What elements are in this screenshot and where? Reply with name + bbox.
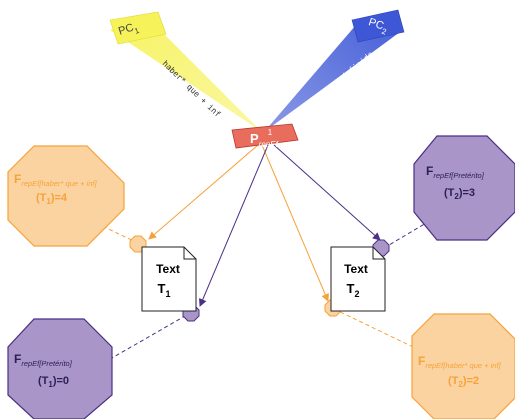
feature-4-arg: (T [448, 375, 459, 387]
feature-4-sub: repEf[haber* que + inf] [425, 361, 501, 370]
text-t1-word: Text [156, 262, 180, 276]
feature-2-arg-sub: 2 [454, 192, 459, 201]
pc1-sub: 1 [133, 26, 141, 36]
pc1-beam [110, 18, 262, 132]
arrow-purple-to-t2 [273, 144, 381, 241]
feature-1-arg: (T [36, 192, 47, 204]
feature-2-value: )=3 [459, 187, 475, 199]
pattern-label: P [250, 131, 259, 146]
text-t1-sub: 1 [165, 289, 170, 299]
pc2-beam [264, 18, 400, 132]
pattern-sup: 1 [268, 128, 273, 137]
text-t2-word: Text [344, 262, 368, 276]
pc2-node: PC2 [351, 9, 405, 43]
arrow-orange-to-t1 [148, 144, 259, 240]
feature-1-arg-sub: 1 [46, 197, 51, 206]
feature-1-f: F [14, 172, 21, 186]
text-document-t1: Text T1 [141, 246, 197, 312]
svg-text:PrepEf1: PrepEf 1 [250, 128, 279, 149]
feature-octagon-2: FrepEf[Pretérito] (T2)=3 [413, 135, 515, 241]
text-t1-var: T [158, 281, 166, 296]
svg-text:FrepEf[Pretérito]: FrepEf[Pretérito] [426, 164, 485, 180]
svg-text:T2: T2 [347, 281, 360, 299]
feature-4-value: )=2 [463, 375, 479, 387]
svg-text:(T1)=0: (T1)=0 [38, 375, 69, 389]
text-document-t2: Text T2 [330, 246, 386, 312]
feature-3-arg-sub: 1 [48, 380, 53, 389]
text-t2-sub: 2 [354, 289, 359, 299]
svg-text:T1: T1 [158, 281, 171, 299]
feature-2-sub: repEf[Pretérito] [433, 171, 484, 180]
feature-3-sub: repEf[Pretérito] [21, 359, 72, 368]
pc2-sub: 2 [381, 27, 389, 37]
svg-text:(T1)=4: (T1)=4 [36, 192, 68, 206]
pc2-label: PC [367, 16, 385, 32]
feature-octagon-1: FrepEf[haber* que + inf] (T1)=4 [7, 145, 125, 247]
svg-text:PC2: PC2 [366, 16, 390, 37]
feature-2-arg: (T [444, 187, 455, 199]
svg-text:(T2)=3: (T2)=3 [444, 187, 475, 201]
pc1-node: PC1 [109, 11, 167, 45]
svg-text:FrepEf[Pretérito]: FrepEf[Pretérito] [14, 352, 73, 368]
feature-3-arg: (T [38, 375, 49, 387]
feature-4-arg-sub: 2 [458, 380, 463, 389]
feature-1-value: )=4 [51, 192, 68, 204]
svg-text:FrepEf[haber* que + inf]: FrepEf[haber* que + inf] [14, 172, 98, 188]
pattern-sub: repEf [259, 140, 279, 149]
text-t2-var: T [347, 281, 355, 296]
feature-2-f: F [426, 164, 433, 178]
feature-1-sub: repEf[haber* que + inf] [21, 179, 97, 188]
feature-3-value: )=0 [53, 375, 69, 387]
svg-text:PC1: PC1 [117, 20, 141, 41]
pc1-label: PC [117, 22, 135, 38]
pattern-node: PrepEf 1 [231, 123, 299, 149]
svg-text:(T2)=2: (T2)=2 [448, 375, 479, 389]
feature-octagon-3: FrepEf[Pretérito] (T1)=0 [7, 318, 113, 419]
feature-3-f: F [14, 352, 21, 366]
feature-4-f: F [418, 354, 425, 368]
arrow-orange-to-t2 [261, 144, 329, 302]
arrow-purple-to-t1 [199, 144, 269, 307]
svg-text:FrepEf[haber* que + inf]: FrepEf[haber* que + inf] [418, 354, 502, 370]
feature-octagon-4: FrepEf[haber* que + inf] (T2)=2 [411, 313, 515, 419]
